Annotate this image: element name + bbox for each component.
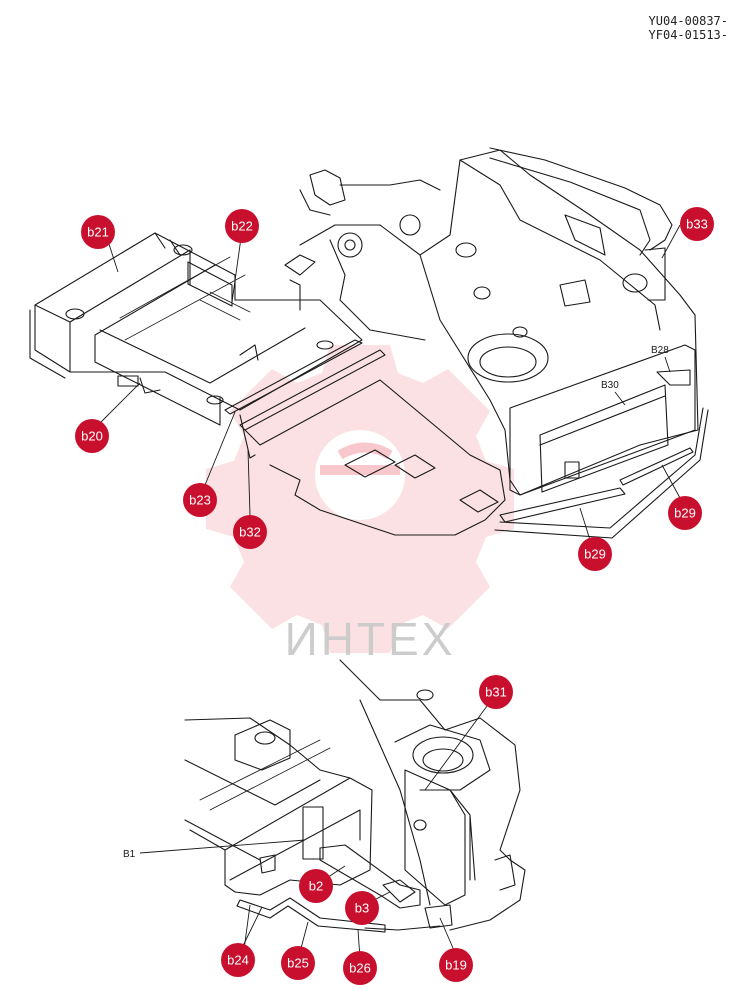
upper-frame-drawing bbox=[29, 147, 709, 539]
callout-b21: b21 bbox=[81, 215, 115, 249]
callout-b22: b22 bbox=[225, 209, 259, 243]
watermark-gear-icon bbox=[206, 345, 514, 653]
svg-text:b2: b2 bbox=[309, 879, 323, 894]
watermark-text: ИНТЕХ bbox=[285, 613, 456, 665]
svg-text:b3: b3 bbox=[355, 901, 369, 916]
part-label-b28: B28 bbox=[651, 345, 669, 356]
callout-b25: b25 bbox=[281, 946, 315, 980]
svg-text:b32: b32 bbox=[239, 525, 261, 540]
callout-b19: b19 bbox=[439, 948, 473, 982]
svg-text:b23: b23 bbox=[189, 493, 211, 508]
callout-b24: b24 bbox=[221, 943, 255, 977]
callout-b33: b33 bbox=[680, 207, 714, 241]
svg-text:b20: b20 bbox=[81, 429, 103, 444]
ref-code-1: YU04-00837- bbox=[648, 14, 728, 28]
callout-b29-bottom: b29 bbox=[578, 537, 612, 571]
lower-detail-drawing bbox=[184, 659, 526, 933]
svg-text:b29: b29 bbox=[674, 506, 696, 521]
svg-text:b25: b25 bbox=[287, 956, 309, 971]
callout-b23: b23 bbox=[183, 483, 217, 517]
ref-code-2: YF04-01513- bbox=[648, 28, 728, 42]
callout-b31: b31 bbox=[479, 675, 513, 709]
svg-text:b29: b29 bbox=[584, 547, 606, 562]
svg-text:b21: b21 bbox=[87, 225, 109, 240]
callout-b2: b2 bbox=[299, 869, 333, 903]
svg-text:b24: b24 bbox=[227, 953, 249, 968]
part-label-b1: B1 bbox=[123, 849, 136, 860]
callout-b32: b32 bbox=[233, 515, 267, 549]
part-label-b30: B30 bbox=[601, 380, 619, 391]
svg-text:b26: b26 bbox=[349, 961, 371, 976]
svg-text:b31: b31 bbox=[485, 685, 507, 700]
callout-b29-right: b29 bbox=[668, 496, 702, 530]
svg-text:b22: b22 bbox=[231, 219, 253, 234]
svg-text:b33: b33 bbox=[686, 217, 708, 232]
svg-text:b19: b19 bbox=[445, 958, 467, 973]
callout-b26: b26 bbox=[343, 951, 377, 985]
callout-b20: b20 bbox=[75, 419, 109, 453]
callout-b3: b3 bbox=[345, 891, 379, 925]
